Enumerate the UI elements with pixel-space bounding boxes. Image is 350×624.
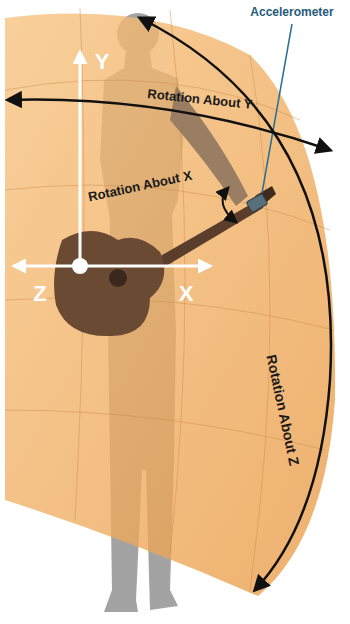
guitar xyxy=(54,186,276,336)
axis-label: X xyxy=(179,283,194,305)
rotation-arrow xyxy=(223,188,236,222)
axes xyxy=(14,52,210,266)
accelerometer-sensor xyxy=(246,193,268,212)
part-label: Accelerometer xyxy=(250,6,333,18)
origin-dot xyxy=(72,258,88,274)
axis-label: Z xyxy=(33,283,46,305)
leader-line xyxy=(262,24,292,193)
axis-label: Y xyxy=(95,51,110,73)
rotation-arrow xyxy=(140,18,331,590)
surface-grid xyxy=(5,8,334,590)
rotation-surface xyxy=(5,14,335,596)
